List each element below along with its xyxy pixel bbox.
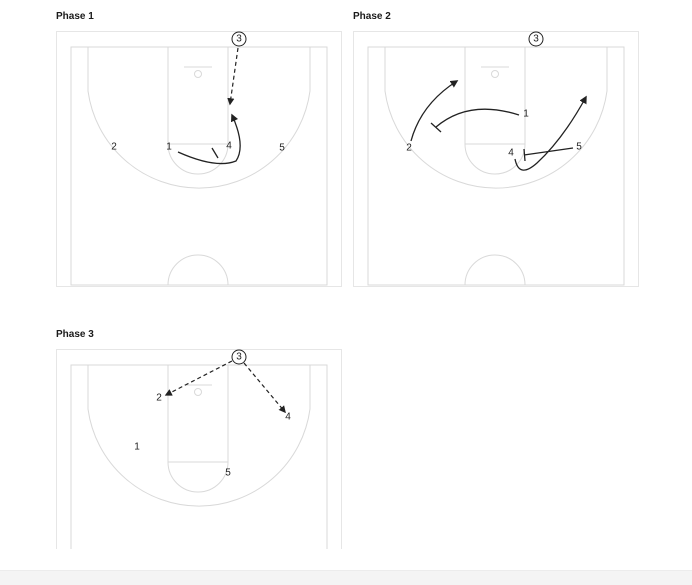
phase-2-title: Phase 2 [353,11,391,22]
rim [194,388,202,396]
phase-3-diagram: 3 1 2 4 5 [56,349,342,549]
player-2: 2 [156,393,162,404]
phase-3-court: 3 1 2 4 5 [56,349,342,549]
court-frame [353,31,639,287]
center-circle [167,254,229,286]
cut-1-arrow [177,113,241,165]
player-2: 2 [406,143,412,154]
player-3: 3 [236,34,242,45]
players: 3 1 2 4 5 [111,31,285,154]
cut-2-arrow [410,80,459,142]
screen-5-path [523,147,574,156]
player-5: 5 [576,142,582,153]
screen-1-mark [430,122,442,133]
court-boundary [70,46,328,286]
play-actions [410,80,587,171]
center-circle [464,254,526,286]
court-markings [353,31,639,287]
phase-3-title: Phase 3 [56,329,94,340]
ball-handler-circle [231,31,247,47]
phase-2-diagram: 3 1 2 4 5 [353,31,639,287]
play-actions [164,360,286,414]
pass-to-2-arrow [164,360,233,396]
page-bottom-bar [0,570,692,585]
court-frame [56,349,342,549]
three-point-line [87,47,311,189]
phase-2-court: 3 1 2 4 5 [353,31,639,287]
player-5: 5 [225,468,231,479]
court-markings [56,349,342,549]
phase-1-diagram: 3 1 2 4 5 [56,31,342,287]
court-frame [56,31,342,287]
free-throw-circle [464,143,526,175]
cut-4-arrow [514,95,587,171]
player-4: 4 [508,148,514,159]
rim [491,70,499,78]
three-point-line [87,365,311,507]
players: 3 1 2 4 5 [134,349,291,479]
court-markings [56,31,342,287]
play-actions [177,47,241,165]
ball-handler-circle [231,349,247,365]
free-throw-circle [167,143,229,175]
screen-1-path [435,108,520,128]
player-1: 1 [523,109,529,120]
player-1: 1 [166,142,172,153]
player-4: 4 [226,141,232,152]
court-boundary [367,46,625,286]
player-2: 2 [111,142,117,153]
screen-5-mark [523,148,526,162]
player-5: 5 [279,143,285,154]
player-3: 3 [533,34,539,45]
paint-lane [464,46,526,145]
player-4: 4 [285,412,291,423]
player-1: 1 [134,442,140,453]
player-3: 3 [236,352,242,363]
phase-1-court: 3 1 2 4 5 [56,31,342,287]
court-boundary [70,364,328,549]
screen-4-mark [211,147,219,159]
pass-3-arrow [227,47,239,106]
three-point-line [384,47,608,189]
phase-1-title: Phase 1 [56,11,94,22]
pass-to-4-arrow [243,362,286,414]
paint-lane [167,46,229,145]
free-throw-circle [167,461,229,493]
ball-handler-circle [528,31,544,47]
paint-lane [167,364,229,463]
players: 3 1 2 4 5 [406,31,582,159]
rim [194,70,202,78]
